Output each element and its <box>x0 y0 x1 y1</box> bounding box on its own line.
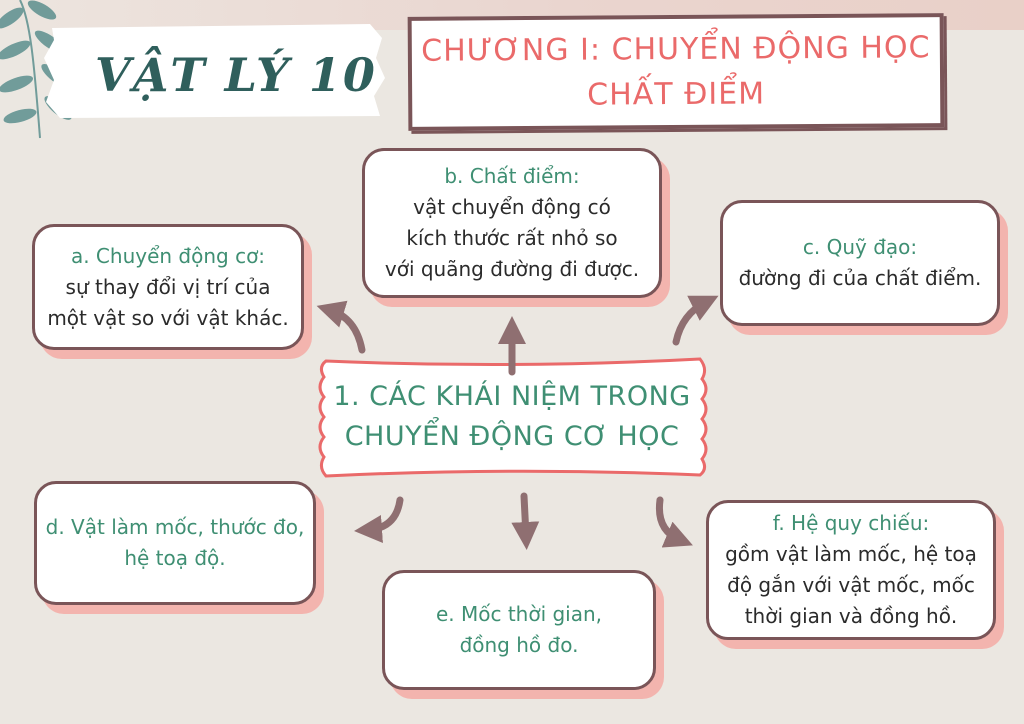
card-f-heading: f. Hệ quy chiếu: <box>772 511 930 535</box>
card-a-body-line2: một vật so với vật khác. <box>47 305 289 330</box>
card-b-body-line1: vật chuyển động có <box>413 195 611 219</box>
card-e-moc-thoi-gian: e. Mốc thời gian, đồng hồ đo. <box>382 570 656 690</box>
card-e-heading-line1: e. Mốc thời gian, <box>435 602 603 626</box>
card-d-vat-lam-moc: d. Vật làm mốc, thước đo, hệ toạ độ. <box>34 481 316 605</box>
card-f-body-line3: thời gian và đồng hồ. <box>744 604 958 628</box>
card-d-heading-line1: d. Vật làm mốc, thước đo, <box>45 515 305 539</box>
arrow-to-e-icon <box>511 492 540 550</box>
card-a-chuyen-dong-co: a. Chuyển động cơ: sự thay đổi vị trí củ… <box>32 224 304 350</box>
card-d-heading-line2: hệ toạ độ. <box>124 546 226 570</box>
card-b-heading: b. Chất điểm: <box>444 164 580 188</box>
card-c-body-line1: đường đi của chất điểm. <box>738 266 982 290</box>
arrow-to-c-icon <box>672 295 719 346</box>
center-topic: 1. CÁC KHÁI NIỆM TRONG CHUYỂN ĐỘNG CƠ HỌ… <box>312 355 712 480</box>
card-e-heading-line2: đồng hồ đo. <box>459 633 579 657</box>
center-topic-line2: CHUYỂN ĐỘNG CƠ HỌC <box>344 421 680 452</box>
card-f-he-quy-chieu: f. Hệ quy chiếu: gồm vật làm mốc, hệ toạ… <box>706 500 996 640</box>
center-wavy-frame-icon <box>318 357 708 478</box>
card-a-body-line1: sự thay đổi vị trí của <box>65 274 271 299</box>
subject-title: VẬT LÝ 10 <box>95 48 377 102</box>
card-a-heading: a. Chuyển động cơ: <box>70 243 266 268</box>
card-b-chat-diem: b. Chất điểm: vật chuyển động có kích th… <box>362 148 662 298</box>
card-f-body-line1: gồm vật làm mốc, hệ toạ <box>725 542 977 566</box>
arrow-to-d-icon <box>354 496 404 543</box>
card-c-heading: c. Quỹ đạo: <box>802 235 918 259</box>
card-c-quy-dao: c. Quỹ đạo: đường đi của chất điểm. <box>720 200 1000 326</box>
card-b-body-line2: kích thước rất nhỏ so <box>406 226 618 250</box>
arrow-to-f-icon <box>655 496 693 548</box>
card-f-body-line2: độ gắn với vật mốc, mốc <box>727 573 975 597</box>
center-topic-text: 1. CÁC KHÁI NIỆM TRONG CHUYỂN ĐỘNG CƠ HỌ… <box>312 377 712 457</box>
card-b-body-line3: với quãng đường đi được. <box>384 257 640 281</box>
subject-banner: VẬT LÝ 10 <box>40 18 390 123</box>
arrow-to-a-icon <box>316 300 366 354</box>
center-topic-line1: 1. CÁC KHÁI NIỆM TRONG <box>333 381 691 412</box>
